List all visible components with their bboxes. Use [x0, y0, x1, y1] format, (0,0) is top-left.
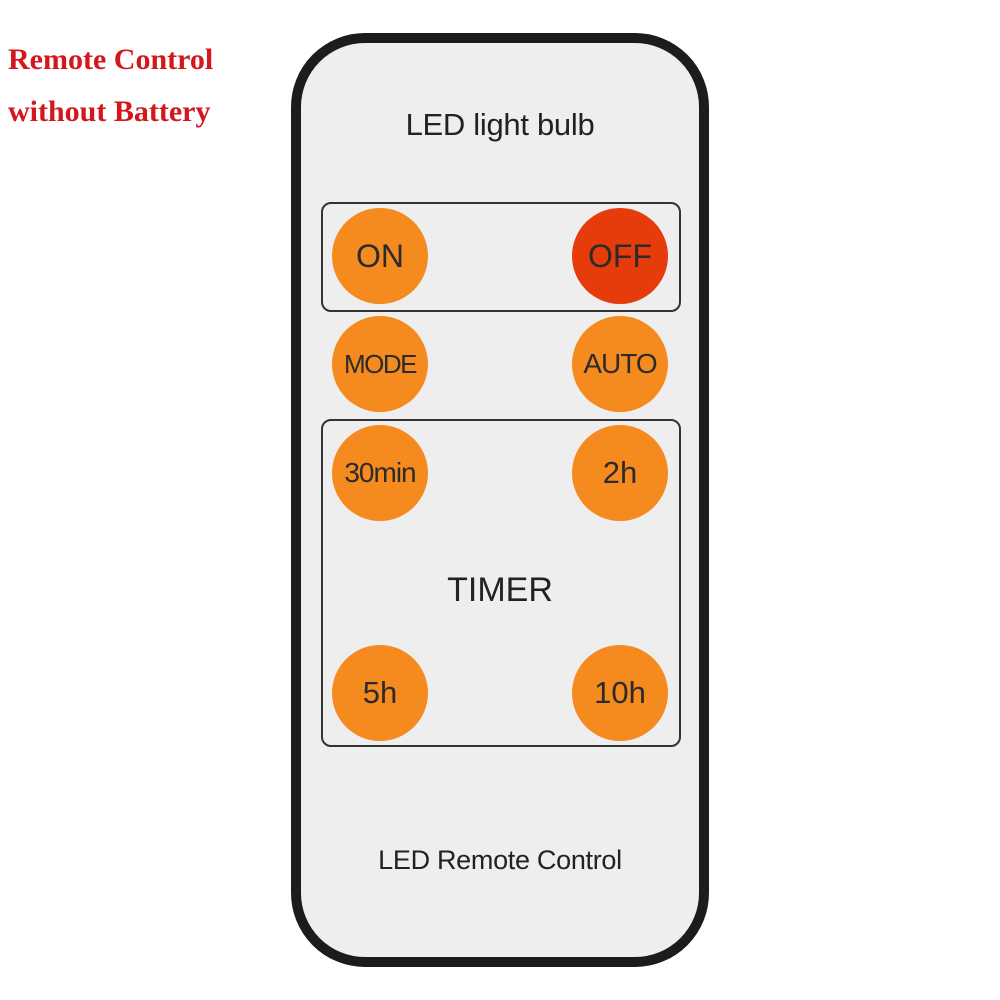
power-button-group	[321, 202, 681, 312]
auto-button[interactable]: AUTO	[572, 316, 668, 412]
timer-5h-label: 5h	[362, 675, 398, 710]
caption-line-2: without Battery	[8, 95, 211, 128]
remote-footer: LED Remote Control	[378, 845, 622, 875]
mode-button[interactable]: MODE	[332, 316, 428, 412]
timer-5h-button[interactable]: 5h	[332, 645, 428, 741]
timer-10h-label: 10h	[594, 675, 646, 710]
off-button[interactable]: OFF	[572, 208, 668, 304]
on-button[interactable]: ON	[332, 208, 428, 304]
timer-2h-button[interactable]: 2h	[572, 425, 668, 521]
timer-2h-label: 2h	[602, 455, 638, 490]
remote-title: LED light bulb	[405, 107, 595, 142]
timer-30min-label: 30min	[344, 457, 416, 488]
product-caption: Remote Control without Battery	[8, 34, 213, 138]
off-button-label: OFF	[588, 237, 652, 274]
timer-label: TIMER	[447, 571, 553, 609]
auto-button-label: AUTO	[583, 348, 657, 379]
caption-line-1: Remote Control	[8, 43, 214, 76]
remote-control-body: LED light bulb ON OFF MODE AUTO 30min 2h…	[291, 33, 709, 967]
timer-button-group	[321, 419, 681, 747]
mode-button-label: MODE	[344, 348, 418, 379]
on-button-label: ON	[356, 237, 404, 274]
timer-30min-button[interactable]: 30min	[332, 425, 428, 521]
timer-10h-button[interactable]: 10h	[572, 645, 668, 741]
